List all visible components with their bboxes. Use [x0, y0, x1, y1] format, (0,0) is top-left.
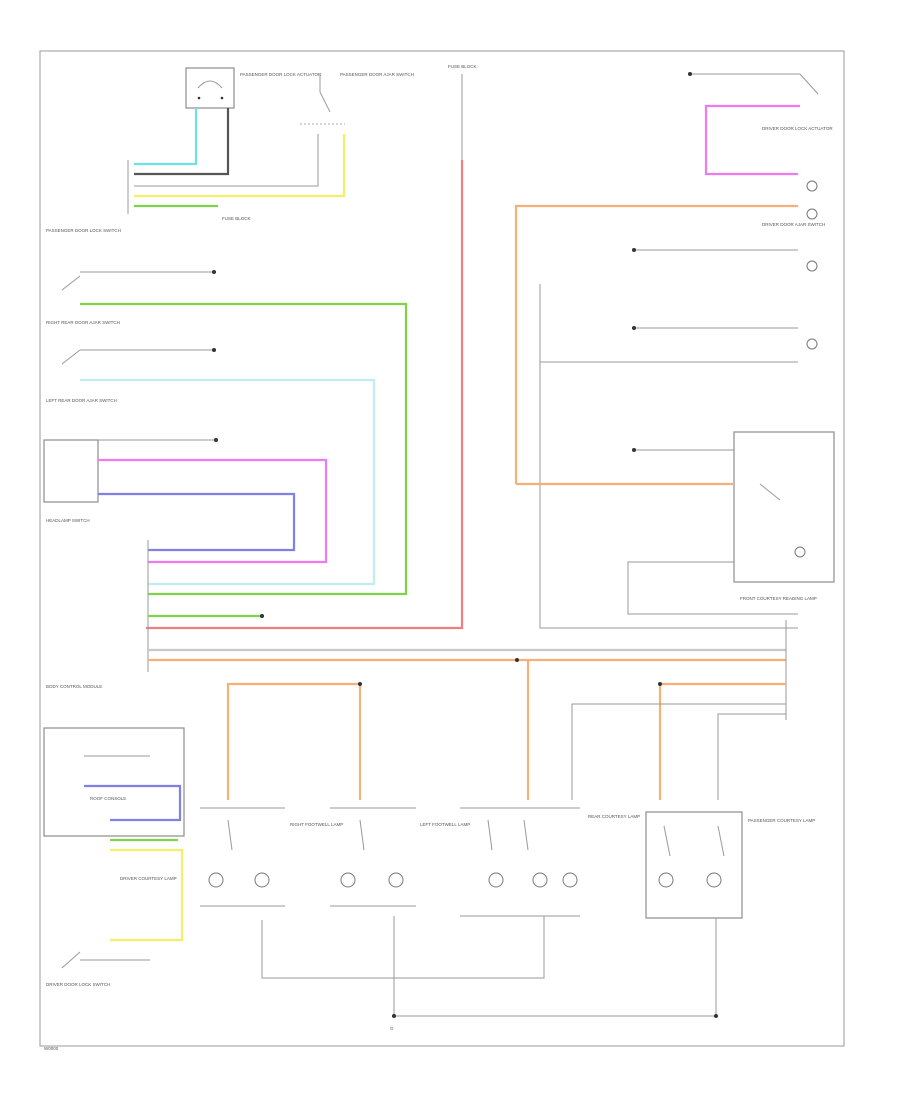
switch-blade — [663, 825, 671, 857]
passenger-door-lock-actuator-box — [185, 67, 235, 109]
lamp-bulb — [488, 872, 504, 888]
fuse-block-top-label: FUSE BLOCK — [448, 64, 477, 69]
actuator-motor — [806, 208, 818, 220]
headlamp-switch-box — [43, 439, 99, 503]
lamp-symbol — [806, 260, 818, 272]
wire-ppl — [98, 458, 328, 564]
right-footwell-lamp-label: RIGHT FOOTWELL LAMP — [290, 822, 343, 827]
right-rear-door-ajar-switch-blade — [61, 349, 81, 365]
switch-blade — [319, 91, 331, 113]
wire-org — [514, 204, 798, 484]
lamp-bulb — [208, 872, 224, 888]
driver-courtesy-lamp-label: DRIVER COURTESY LAMP — [120, 876, 177, 881]
wire-blk — [134, 108, 230, 176]
wire-org — [658, 682, 786, 800]
wire-red — [146, 160, 464, 630]
wire-gry — [539, 284, 798, 629]
lamp-bulb — [532, 872, 548, 888]
switch-blade — [487, 819, 493, 851]
left-footwell-lamp-label: LEFT FOOTWELL LAMP — [420, 822, 470, 827]
ground-dot — [212, 348, 216, 352]
splice-dot — [658, 682, 662, 686]
driver-door-lock-switch-label: DRIVER DOOR LOCK SWITCH — [46, 982, 110, 987]
switch-blade — [717, 825, 725, 857]
lamp-bulb — [706, 872, 722, 888]
passenger-door-ajar-switch-label: PASSENGER DOOR AJAR SWITCH — [340, 72, 414, 77]
switch-blade — [523, 819, 529, 851]
wire-gry — [627, 561, 798, 615]
wire-lt-grn — [80, 302, 408, 596]
splice-dot — [515, 658, 519, 662]
actuator-motor-symbol — [197, 80, 223, 89]
ground-dot — [392, 1014, 396, 1018]
wire-gry — [717, 713, 786, 800]
switch-blade — [227, 819, 233, 851]
lamp-bulb — [388, 872, 404, 888]
front-courtesy-reading-lamp-box — [733, 431, 835, 583]
body-control-module-label: BODY CONTROL MODULE — [46, 684, 102, 689]
left-rear-door-ajar-switch-label: LEFT REAR DOOR AJAR SWITCH — [46, 398, 117, 403]
ground-dot — [688, 72, 692, 76]
wire-dk-blu — [84, 784, 182, 822]
ground-dot — [632, 326, 636, 330]
roof-console-label: ROOF CONSOLE — [90, 796, 126, 801]
wire-blk — [393, 918, 717, 1017]
figure-code: W0000 — [44, 1046, 59, 1051]
rear-courtesy-lamp-label: REAR COURTESY LAMP — [588, 814, 640, 819]
lamp-bulb — [254, 872, 270, 888]
right-rear-door-ajar-switch-label: RIGHT REAR DOOR AJAR SWITCH — [46, 320, 120, 325]
wire-lt-blu — [134, 108, 198, 166]
passenger-door-lock-switch-label: PASSENGER DOOR LOCK SWITCH — [46, 228, 121, 233]
headlamp-switch-label: HEADLAMP SWITCH — [46, 518, 90, 523]
wire-dk-blu — [98, 492, 296, 552]
driver-door-ajar-switch-label: DRIVER DOOR AJAR SWITCH — [762, 222, 825, 227]
ground-label: G — [390, 1026, 394, 1031]
splice-dot — [358, 682, 362, 686]
wire-gry — [134, 134, 319, 187]
wire-yel — [134, 134, 346, 198]
switch-blade — [359, 819, 365, 851]
passenger-door-lock-actuator-label: PASSENGER DOOR LOCK ACTUATOR — [240, 72, 322, 77]
wire-org — [226, 682, 362, 800]
fuse-block-label: FUSE BLOCK — [222, 216, 251, 221]
lamp-bulb — [340, 872, 356, 888]
lamp-bulb — [562, 872, 578, 888]
diagram-frame — [39, 50, 845, 1047]
lamp-symbol — [806, 338, 818, 350]
wire-gry — [571, 703, 786, 800]
ground-dot — [714, 1014, 718, 1018]
ground-dot — [632, 448, 636, 452]
switch-blade — [759, 483, 781, 501]
ground-dot — [214, 438, 218, 442]
front-courtesy-reading-lamp-label: FRONT COURTESY READING LAMP — [740, 596, 817, 601]
actuator-motor — [806, 180, 818, 192]
wire-blk — [261, 916, 545, 979]
passenger-courtesy-lamp-label: PASSENGER COURTESY LAMP — [748, 818, 815, 823]
passenger-courtesy-lamp-box — [645, 811, 743, 919]
lamp-symbol — [794, 546, 806, 558]
wire-lt-blu — [80, 378, 376, 586]
switch-blade — [799, 73, 819, 95]
driver-door-ajar-switch-blade — [61, 275, 81, 291]
actuator-dot — [220, 96, 224, 100]
wire-ppl — [704, 104, 800, 176]
lamp-bulb — [658, 872, 674, 888]
wire-yel — [110, 848, 184, 942]
roof-console-box — [43, 727, 185, 837]
splice-dot — [260, 614, 264, 618]
driver-door-lock-switch-blade — [61, 951, 81, 969]
actuator-dot — [197, 96, 201, 100]
driver-door-lock-actuator-label: DRIVER DOOR LOCK ACTUATOR — [762, 126, 833, 131]
ground-dot — [212, 270, 216, 274]
ground-dot — [632, 248, 636, 252]
